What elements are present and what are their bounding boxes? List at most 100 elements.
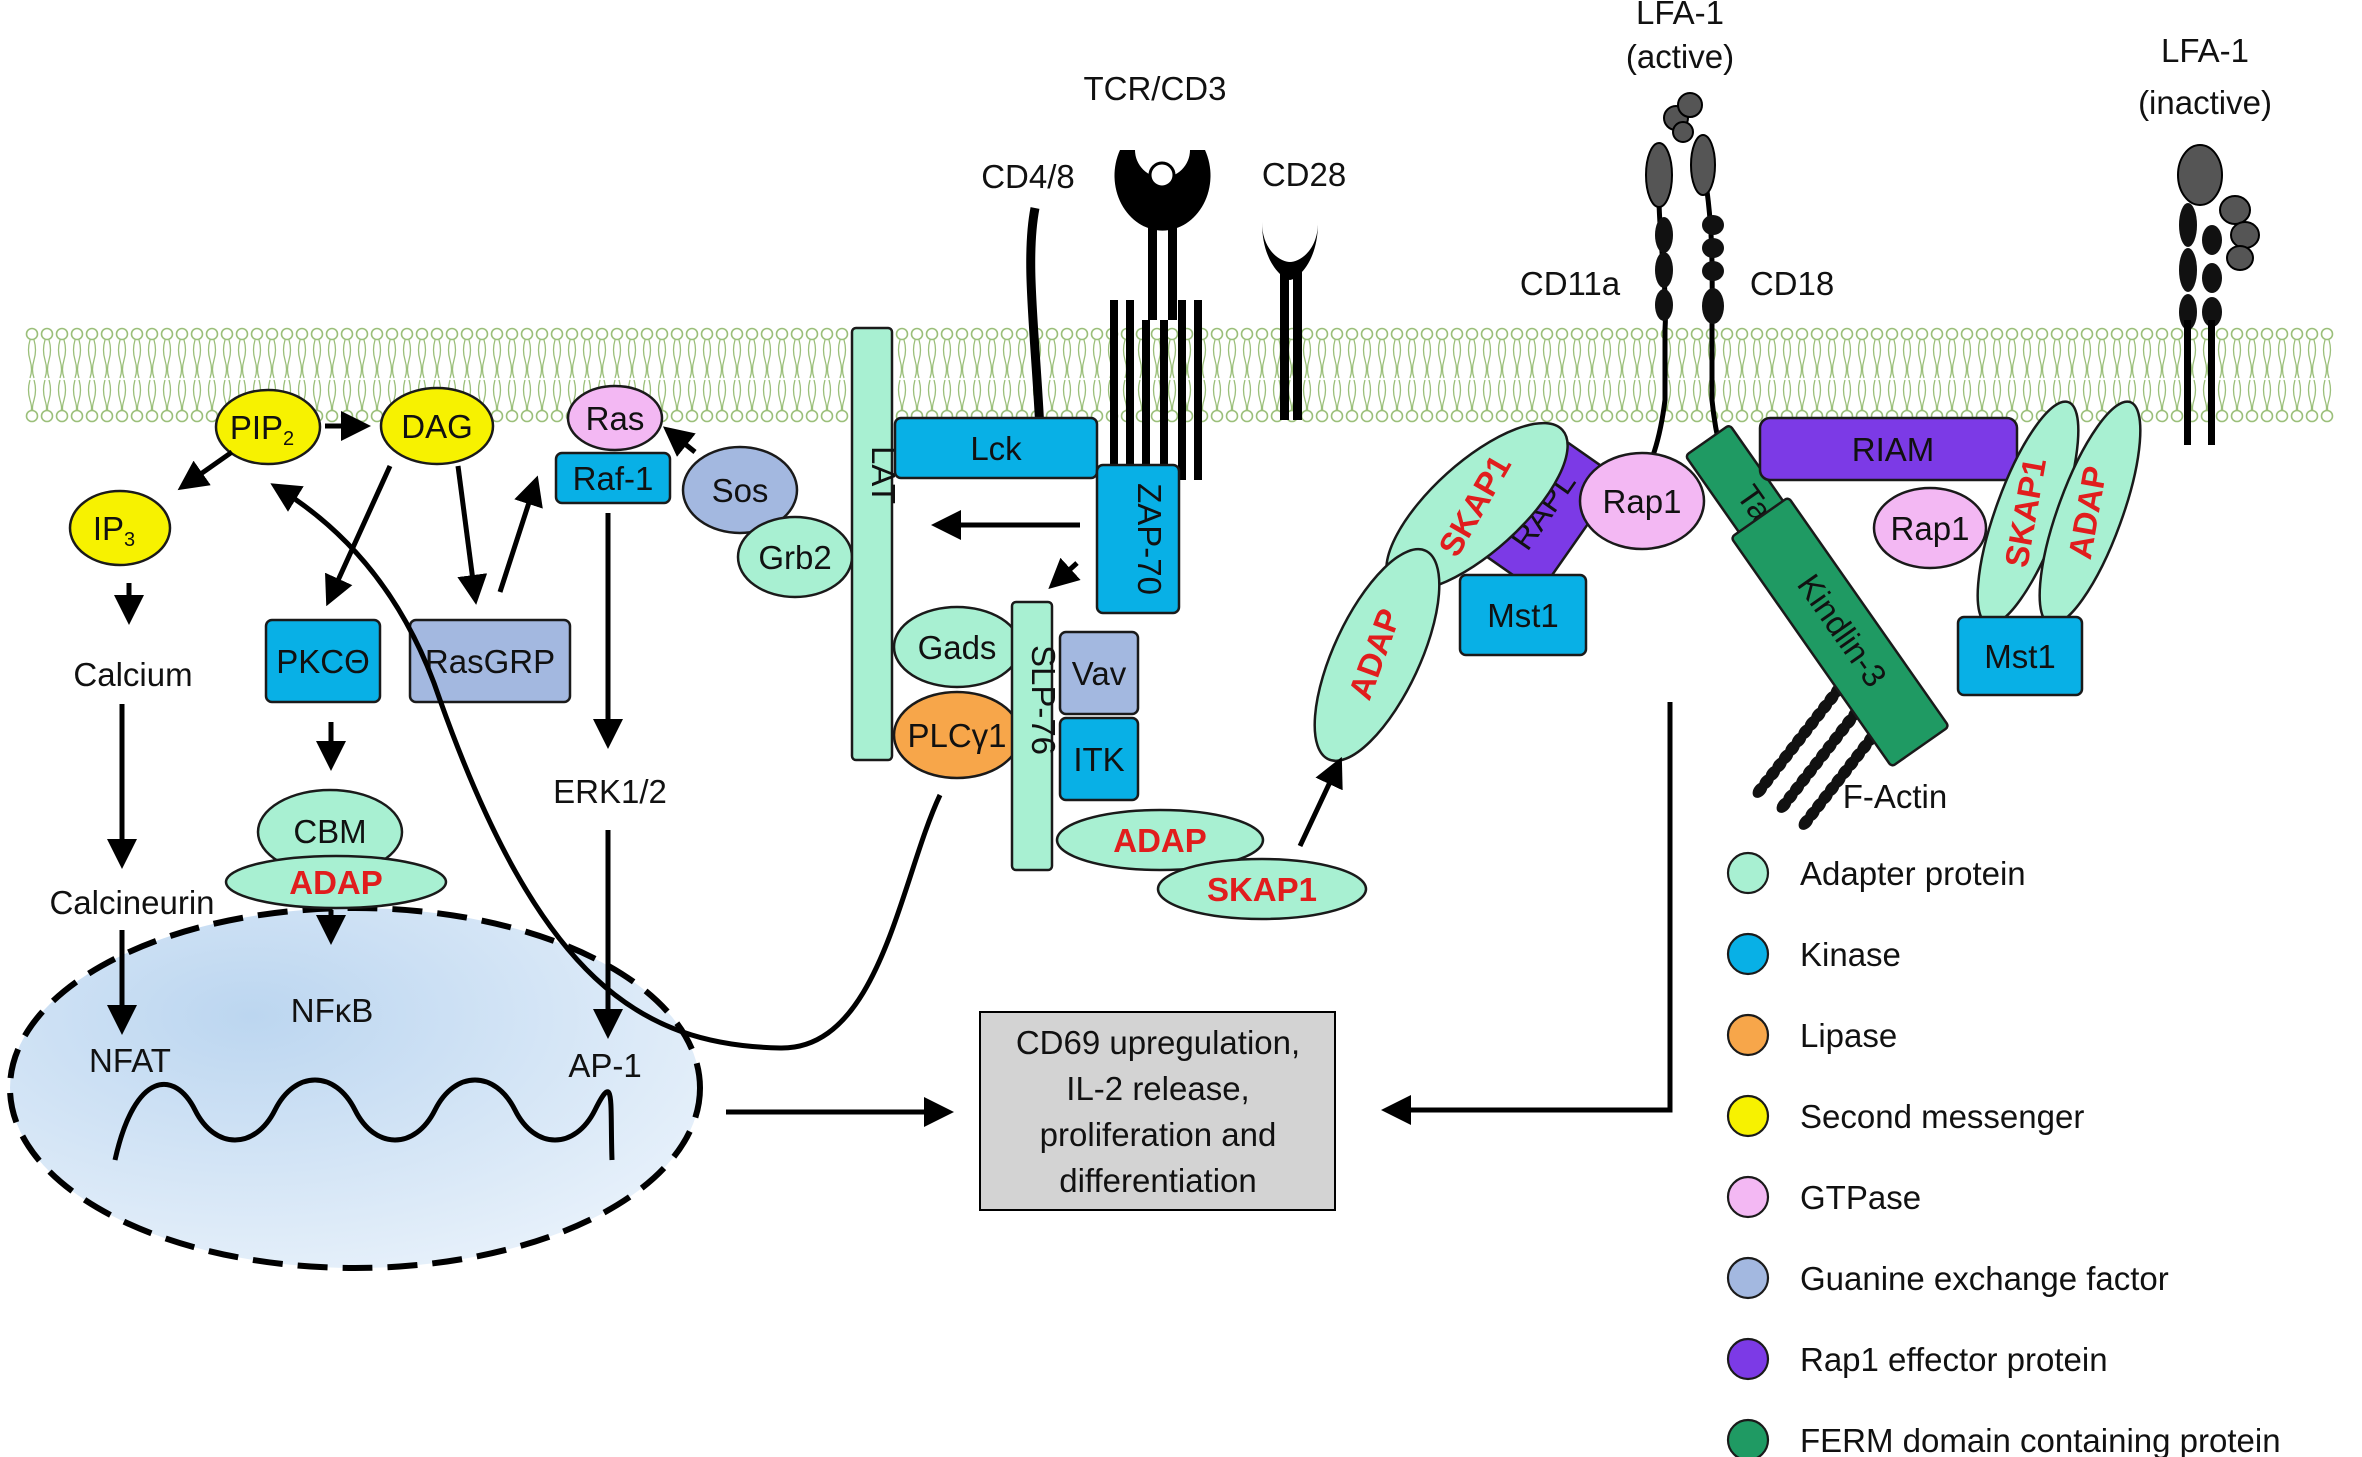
output-line-1: CD69 upregulation,: [1016, 1024, 1300, 1061]
legend-swatch: [1726, 1418, 1770, 1457]
gads-node: Gads: [892, 605, 1022, 689]
plcg1-node: PLCγ1: [892, 690, 1022, 780]
adap-active-node: ADAP: [1313, 547, 1441, 763]
vav-node: Vav: [1058, 630, 1140, 716]
lfa1-inactive: LFA-1 (inactive): [2138, 32, 2272, 445]
rasgrp-node: RasGRP: [408, 618, 572, 704]
sos-label: Sos: [712, 472, 769, 509]
dag-node: DAG: [379, 386, 495, 466]
kindlin3-node: Kindlin-3: [1731, 497, 1949, 767]
zap70-node: ZAP-70: [1095, 463, 1181, 615]
cd28-label: CD28: [1262, 156, 1346, 193]
legend-label: Lipase: [1800, 1017, 1897, 1054]
ras-label: Ras: [586, 400, 645, 437]
lfa-inactive-label-1: LFA-1: [2161, 32, 2249, 69]
legend-label: Adapter protein: [1800, 855, 2026, 892]
riam-label: RIAM: [1852, 431, 1935, 468]
mst1-active-node: Mst1: [1458, 573, 1588, 657]
legend-label: Second messenger: [1800, 1098, 2084, 1135]
ras-node: Ras: [566, 384, 664, 452]
vav-label: Vav: [1072, 655, 1127, 692]
mst1-active-label: Mst1: [1487, 597, 1559, 634]
itk-label: ITK: [1073, 741, 1124, 778]
svg-text:IP3: IP3: [93, 510, 135, 551]
legend-swatch: [1726, 1094, 1770, 1138]
legend-swatch: [1726, 1256, 1770, 1300]
tcr-cd3-complex: TCR/CD3: [1083, 70, 1227, 480]
legend-swatch: [1726, 1337, 1770, 1381]
mst1-inactive-label: Mst1: [1984, 638, 2056, 675]
sos-node: Sos: [681, 445, 799, 535]
calcium-label: Calcium: [73, 656, 192, 693]
actin-monomer: [1798, 814, 1814, 830]
legend-label: Guanine exchange factor: [1800, 1260, 2169, 1297]
slp76-node: SLP-76: [1010, 600, 1062, 872]
grb2-label: Grb2: [758, 539, 831, 576]
lfa-active-label-1: LFA-1: [1636, 0, 1724, 31]
svg-text:PIP2: PIP2: [230, 409, 294, 450]
raf1-node: Raf-1: [554, 451, 672, 505]
output-line-2: IL-2 release,: [1066, 1070, 1249, 1107]
lfa-active-label-2: (active): [1626, 38, 1734, 75]
legend-swatch: [1726, 1175, 1770, 1219]
legend-label: FERM domain containing protein: [1800, 1422, 2281, 1457]
lck-label: Lck: [970, 430, 1022, 467]
nfat-label: NFAT: [89, 1042, 171, 1079]
cbm-label: CBM: [293, 813, 366, 850]
slp76-label: SLP-76: [1025, 645, 1062, 755]
output-line-3: proliferation and: [1040, 1116, 1277, 1153]
riam-node: RIAM: [1758, 416, 2019, 482]
rap1-active-node: Rap1: [1578, 451, 1706, 551]
lat-node: LAT: [850, 326, 902, 762]
itk-node: ITK: [1058, 716, 1140, 802]
cellular-output-box: CD69 upregulation, IL-2 release, prolife…: [979, 1011, 1336, 1211]
legend-swatch: [1726, 1013, 1770, 1057]
plcg1-label: PLCγ1: [907, 717, 1006, 754]
pkc-label: PKCΘ: [276, 643, 370, 680]
erk-label: ERK1/2: [553, 773, 667, 810]
cbm-complex: CBM ADAP: [224, 788, 448, 910]
skap1-active-node: SKAP1: [1385, 421, 1569, 593]
grb2-node: Grb2: [736, 515, 854, 599]
factin-label: F-Actin: [1843, 778, 1948, 815]
skap1-inactive-node: SKAP1: [1976, 400, 2080, 626]
nfkb-label: NFκB: [291, 992, 374, 1029]
signaling-arrows: [107, 411, 1673, 1127]
legend-label: Rap1 effector protein: [1800, 1341, 2108, 1378]
cd4-8-coreceptor: CD4/8: [981, 158, 1075, 431]
cd28-receptor: CD28: [1262, 156, 1346, 420]
pip2-label: PIP: [230, 409, 283, 446]
cd11a-label: CD11a: [1520, 265, 1621, 302]
gads-label: Gads: [918, 629, 997, 666]
adap-inactive-node: ADAP: [2038, 400, 2142, 626]
skap1-slp76-label: SKAP1: [1207, 871, 1317, 908]
lck-node: Lck: [893, 416, 1099, 480]
cd48-label: CD4/8: [981, 158, 1075, 195]
rap1-active-label: Rap1: [1603, 483, 1682, 520]
calcineurin-label: Calcineurin: [49, 884, 214, 921]
dna-strand: [112, 1077, 615, 1161]
adap-slp76-node: ADAP: [1055, 808, 1265, 872]
legend-label: Kinase: [1800, 936, 1901, 973]
cd18-label: CD18: [1750, 265, 1834, 302]
raf1-label: Raf-1: [573, 460, 654, 497]
adap-slp76-label: ADAP: [1113, 822, 1207, 859]
lfa-inactive-label-2: (inactive): [2138, 84, 2272, 121]
ip3-sub: 3: [124, 529, 135, 551]
output-line-4: differentiation: [1059, 1162, 1257, 1199]
ip3-node: IP3: [68, 489, 172, 567]
actin-monomer: [1776, 797, 1792, 813]
dag-label: DAG: [401, 408, 473, 445]
legend-swatch: [1726, 932, 1770, 976]
ap1-label: AP-1: [568, 1047, 641, 1084]
legend-swatch: [1726, 851, 1770, 895]
zap70-label: ZAP-70: [1131, 483, 1168, 595]
rasgrp-label: RasGRP: [425, 643, 555, 680]
actin-monomer: [1752, 782, 1768, 798]
mst1-inactive-node: Mst1: [1956, 615, 2084, 697]
ip3-label: IP: [93, 510, 124, 547]
skap1-slp76-node: SKAP1: [1156, 857, 1368, 921]
rap1-riam-node: Rap1: [1872, 486, 1988, 570]
